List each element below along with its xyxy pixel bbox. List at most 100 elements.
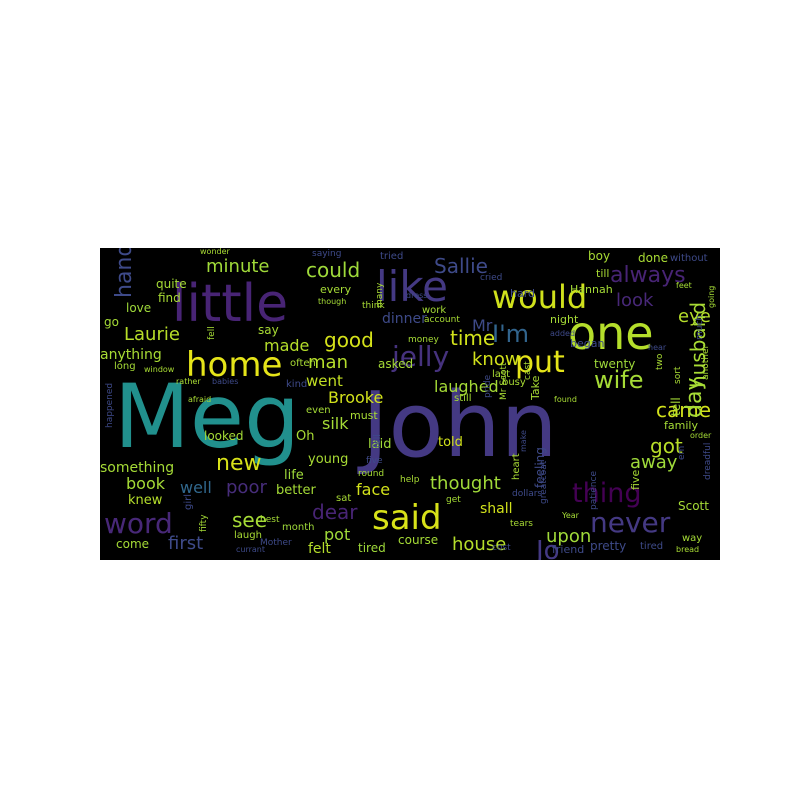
word-word: word: [104, 507, 173, 540]
word-sat: sat: [336, 493, 352, 504]
word-still: still: [454, 393, 472, 404]
word-cast: cast: [523, 361, 533, 380]
word-bread: bread: [676, 545, 700, 554]
word-minute: minute: [206, 256, 270, 277]
word-best: best: [260, 515, 280, 525]
word-added: added: [550, 329, 576, 338]
word-good: good: [324, 328, 374, 352]
word-pretty: pretty: [590, 539, 627, 553]
word-tired: tired: [640, 541, 664, 552]
word-every: every: [320, 283, 352, 296]
word-money: money: [408, 335, 439, 345]
word-fifty: fifty: [199, 514, 209, 532]
word-another: another: [701, 344, 711, 380]
word-meg: Meg: [114, 365, 300, 468]
word-laurie: Laurie: [124, 324, 180, 345]
word-scott: Scott: [678, 499, 709, 513]
word-find: find: [158, 291, 181, 305]
word-home: home: [186, 345, 283, 385]
word-twenty: twenty: [594, 357, 636, 371]
word-babies: babies: [212, 377, 239, 386]
word-account: account: [424, 315, 460, 325]
word-oh: Oh: [296, 429, 315, 444]
word-better: better: [276, 483, 316, 498]
word-mr-scott: Mr Scott: [499, 362, 509, 400]
word-sallie: Sallie: [434, 254, 488, 278]
word-afraid: afraid: [188, 395, 212, 404]
word-make: make: [519, 430, 528, 452]
word-like: like: [376, 262, 449, 311]
word-made: made: [264, 336, 310, 355]
word-work: work: [422, 305, 447, 316]
word-wonder: wonder: [200, 248, 230, 256]
word-course: course: [398, 533, 439, 547]
word-hand: hand: [112, 248, 137, 298]
word-though: though: [318, 297, 347, 306]
word-house: house: [452, 534, 507, 555]
word-jo: Jo: [536, 536, 560, 560]
word-quite: quite: [156, 277, 187, 291]
word-time: time: [450, 326, 496, 350]
word-help: help: [400, 475, 420, 485]
word-feet: feet: [676, 281, 692, 290]
word-poor: poor: [226, 477, 267, 498]
word-something: something: [100, 460, 175, 476]
word-cloud: John Meg little one would like said home…: [100, 248, 720, 560]
word-hannah: Hannah: [570, 283, 613, 296]
word-pot: pot: [324, 525, 351, 544]
word-laid: laid: [368, 437, 392, 452]
word-put: put: [515, 345, 565, 380]
word-wife: wife: [594, 366, 644, 394]
word-said: said: [372, 498, 442, 538]
word-jelly: jelly: [392, 340, 450, 373]
word-could: could: [306, 258, 361, 282]
word-two: two: [655, 353, 665, 370]
word-without: without: [670, 253, 708, 264]
word-pride: pride: [483, 374, 493, 398]
word-away: away: [630, 452, 678, 473]
word-day: day: [682, 377, 707, 418]
word-tell: tell: [669, 397, 683, 416]
word-never: never: [590, 506, 671, 539]
word-mother: Mother: [260, 538, 292, 548]
word-brooke: Brooke: [328, 388, 384, 407]
word-round: round: [358, 469, 385, 479]
word-hear: hear: [648, 343, 667, 352]
word-patience: patience: [589, 471, 599, 510]
word-cost: cost: [492, 543, 511, 553]
word-eye: eye: [678, 306, 711, 327]
word-much: much: [695, 314, 705, 340]
word-ill: fell: [207, 326, 217, 340]
word-dear: dear: [312, 500, 358, 524]
word-young: young: [308, 452, 349, 467]
word-say: say: [258, 323, 279, 337]
word-sort: sort: [673, 366, 683, 384]
word-often: often: [290, 358, 316, 369]
word-laugh: laugh: [234, 530, 262, 541]
word-anything: anything: [100, 347, 162, 363]
word-new: new: [216, 451, 262, 476]
word-thing: thing: [572, 478, 642, 509]
word-cried: cried: [480, 273, 503, 283]
word-tears: tears: [510, 519, 533, 529]
word-last: last: [492, 369, 511, 380]
word-greatcoat: greatcoat: [539, 460, 549, 504]
word-well: well: [180, 478, 212, 497]
word-get: get: [446, 495, 461, 505]
word-got: got: [650, 434, 683, 458]
word-knew: knew: [128, 493, 163, 508]
word-month: month: [282, 522, 315, 533]
word-laughed: laughed: [434, 377, 499, 396]
word-dollars: dollars: [512, 489, 543, 499]
word-little: little: [172, 274, 289, 334]
word-always: always: [610, 263, 686, 288]
word-silk: silk: [322, 414, 349, 433]
word-must: must: [350, 409, 378, 422]
word-way: way: [682, 533, 703, 544]
word-mr: Mr: [472, 316, 493, 335]
word-long: long: [114, 361, 136, 372]
word-saying: saying: [312, 249, 342, 259]
word-face: face: [356, 480, 391, 499]
word-year: Year: [562, 511, 579, 520]
word-upon: upon: [546, 526, 592, 547]
